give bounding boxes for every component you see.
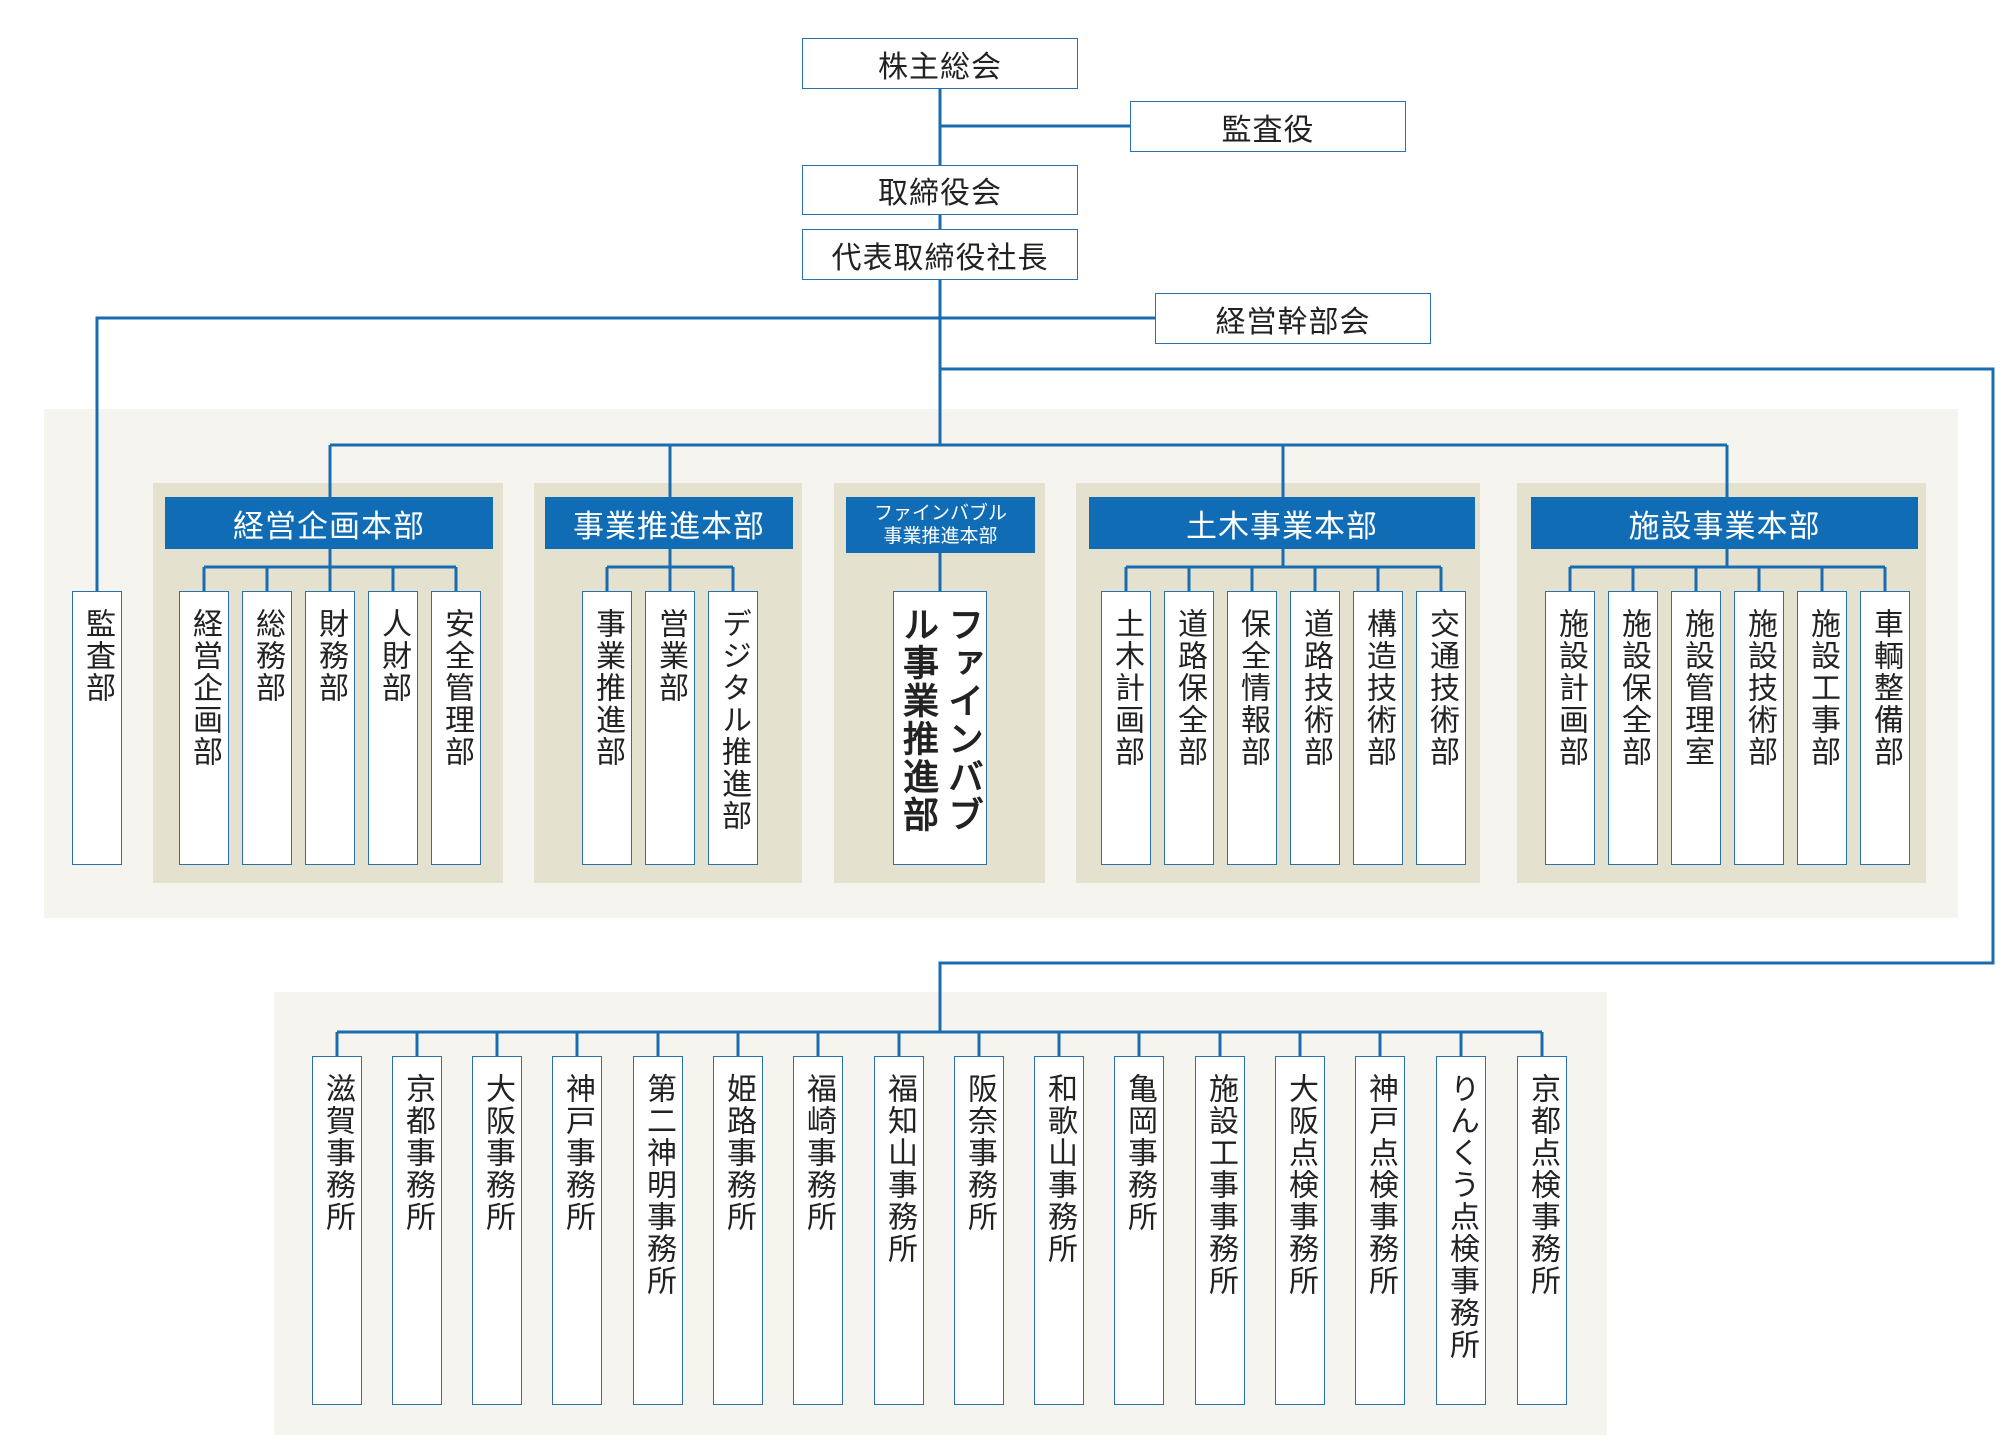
- hq-corporate-planning: 経営企画本部: [165, 497, 493, 549]
- dept-box: 安全管理部: [431, 591, 481, 865]
- dept-label: 施設工事部: [1805, 608, 1840, 768]
- office-box: 施設工事事務所: [1195, 1056, 1245, 1405]
- dept-label: 施設管理室: [1679, 608, 1714, 768]
- dept-box-fine-bubble: ファインバブル事業推進部: [893, 591, 987, 865]
- dept-box: 事業推進部: [582, 591, 632, 865]
- dept-label: 保全情報部: [1235, 608, 1270, 768]
- dept-box: 道路技術部: [1290, 591, 1340, 865]
- office-label: 姫路事務所: [721, 1073, 756, 1233]
- dept-box: 施設技術部: [1734, 591, 1784, 865]
- dept-box: 構造技術部: [1353, 591, 1403, 865]
- dept-box: 経営企画部: [179, 591, 229, 865]
- office-box: 第二神明事務所: [633, 1056, 683, 1405]
- office-label: 京都点検事務所: [1525, 1073, 1560, 1297]
- dept-label: 交通技術部: [1424, 608, 1459, 768]
- office-label: 福知山事務所: [882, 1073, 917, 1265]
- office-label: 大阪点検事務所: [1283, 1073, 1318, 1297]
- office-box: 京都点検事務所: [1517, 1056, 1567, 1405]
- dept-box: 道路保全部: [1164, 591, 1214, 865]
- board-box: 取締役会: [802, 165, 1078, 215]
- office-box: りんくう点検事務所: [1436, 1056, 1486, 1405]
- office-box: 福知山事務所: [874, 1056, 924, 1405]
- office-box: 京都事務所: [392, 1056, 442, 1405]
- office-box: 神戸点検事務所: [1355, 1056, 1405, 1405]
- office-label: 滋賀事務所: [320, 1073, 355, 1233]
- exec-committee-box: 経営幹部会: [1155, 293, 1431, 344]
- office-box: 福崎事務所: [793, 1056, 843, 1405]
- office-label: 和歌山事務所: [1042, 1073, 1077, 1265]
- dept-label: 財務部: [313, 608, 348, 704]
- dept-label: 事業推進部: [590, 608, 625, 768]
- president-box: 代表取締役社長: [802, 229, 1078, 280]
- auditor-box: 監査役: [1130, 101, 1406, 152]
- dept-box: 総務部: [242, 591, 292, 865]
- dept-box: 車輌整備部: [1860, 591, 1910, 865]
- dept-label: 施設保全部: [1616, 608, 1651, 768]
- hq-fine-bubble: ファインバブル 事業推進本部: [846, 497, 1035, 553]
- dept-label: 道路保全部: [1172, 608, 1207, 768]
- dept-box: 交通技術部: [1416, 591, 1466, 865]
- dept-label: デジタル推進部: [716, 608, 751, 832]
- dept-box: 財務部: [305, 591, 355, 865]
- dept-label: 施設計画部: [1553, 608, 1588, 768]
- dept-box: 人財部: [368, 591, 418, 865]
- dept-box: 施設工事部: [1797, 591, 1847, 865]
- office-box: 阪奈事務所: [954, 1056, 1004, 1405]
- shareholders-meeting-box: 株主総会: [802, 38, 1078, 89]
- office-label: 大阪事務所: [480, 1073, 515, 1233]
- dept-label: 構造技術部: [1361, 608, 1396, 768]
- dept-label: ファインバブル事業推進部: [897, 606, 983, 834]
- dept-box: デジタル推進部: [708, 591, 758, 865]
- office-label: 福崎事務所: [801, 1073, 836, 1233]
- audit-dept-box: 監査部: [72, 591, 122, 865]
- office-label: 第二神明事務所: [641, 1073, 676, 1297]
- dept-label: 人財部: [376, 608, 411, 704]
- dept-box: 施設保全部: [1608, 591, 1658, 865]
- dept-label: 総務部: [250, 608, 285, 704]
- dept-box: 営業部: [645, 591, 695, 865]
- dept-label: 土木計画部: [1109, 608, 1144, 768]
- hq-fine-bubble-line1: ファインバブル: [873, 502, 1007, 524]
- office-box: 姫路事務所: [713, 1056, 763, 1405]
- hq-business-promotion: 事業推進本部: [545, 497, 793, 549]
- dept-label: 経営企画部: [187, 608, 222, 768]
- office-label: 神戸点検事務所: [1363, 1073, 1398, 1297]
- hq-facilities: 施設事業本部: [1531, 497, 1918, 549]
- office-box: 和歌山事務所: [1034, 1056, 1084, 1405]
- office-box: 亀岡事務所: [1114, 1056, 1164, 1405]
- hq-fine-bubble-line2: 事業推進本部: [883, 525, 998, 547]
- audit-dept-label: 監査部: [80, 608, 115, 704]
- dept-label: 道路技術部: [1298, 608, 1333, 768]
- office-box: 滋賀事務所: [312, 1056, 362, 1405]
- dept-box: 土木計画部: [1101, 591, 1151, 865]
- office-box: 神戸事務所: [552, 1056, 602, 1405]
- dept-box: 施設計画部: [1545, 591, 1595, 865]
- office-label: りんくう点検事務所: [1444, 1073, 1479, 1361]
- office-label: 阪奈事務所: [962, 1073, 997, 1233]
- dept-label: 車輌整備部: [1868, 608, 1903, 768]
- dept-box: 保全情報部: [1227, 591, 1277, 865]
- dept-box: 施設管理室: [1671, 591, 1721, 865]
- hq-civil-engineering: 土木事業本部: [1089, 497, 1475, 549]
- dept-label: 営業部: [653, 608, 688, 704]
- office-box: 大阪事務所: [472, 1056, 522, 1405]
- dept-label: 安全管理部: [439, 608, 474, 768]
- dept-label: 施設技術部: [1742, 608, 1777, 768]
- office-label: 亀岡事務所: [1122, 1073, 1157, 1233]
- office-label: 京都事務所: [400, 1073, 435, 1233]
- office-box: 大阪点検事務所: [1275, 1056, 1325, 1405]
- office-label: 施設工事事務所: [1203, 1073, 1238, 1297]
- office-label: 神戸事務所: [560, 1073, 595, 1233]
